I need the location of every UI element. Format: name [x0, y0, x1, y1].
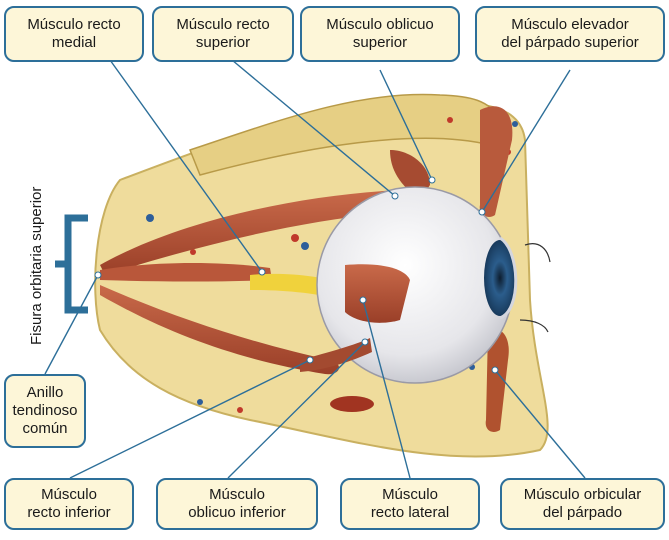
- inferior-vessel: [330, 396, 374, 412]
- fissure-bracket: [55, 218, 88, 310]
- lateral-rectus-muscle: [345, 264, 410, 323]
- label-superior-orbital-fissure: Fisura orbitaria superior: [28, 187, 45, 345]
